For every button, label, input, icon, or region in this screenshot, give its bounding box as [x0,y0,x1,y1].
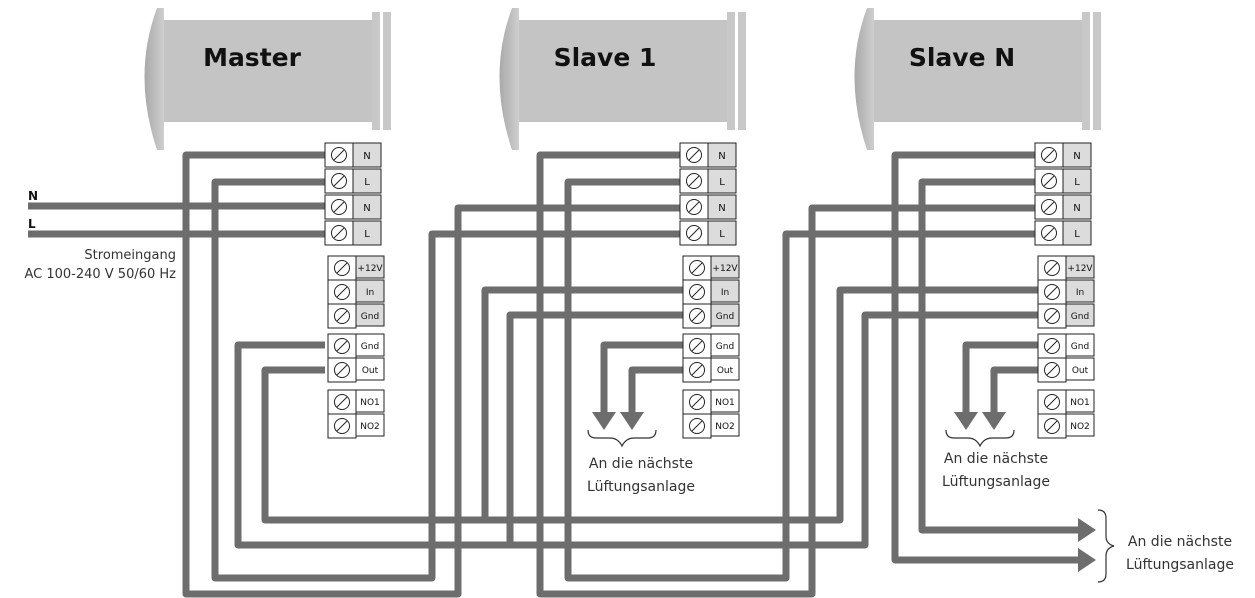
arrow-down-icon [620,412,644,430]
terminal-label: NO1 [715,398,735,408]
relay-terminals: NO1 NO2 [682,389,740,439]
power-terminals: N L N L [324,142,382,246]
output-terminals: Gnd Out [327,333,385,383]
cables [28,151,1078,598]
terminal-label: Gnd [361,312,379,322]
unit-title: Master [203,43,302,72]
terminal-label: N [1073,203,1080,214]
power-input-spec: AC 100-240 V 50/60 Hz [24,267,176,282]
arrow-right-icon [1078,548,1096,572]
arrow-down-icon [592,412,616,430]
signal-gnd-2 [510,311,1038,549]
relay-terminals: NO1 NO2 [1037,389,1095,439]
unit-title: Slave N [909,43,1015,72]
control-terminals: +12V In Gnd [682,255,740,329]
unit-slave-n: Slave N [854,8,1101,150]
terminal-label: L [1074,229,1080,240]
unit-slave-1: Slave 1 [499,8,746,150]
output-terminals: Gnd Out [682,333,740,383]
terminal-label: Out [717,366,734,376]
terminal-label: +12V [712,264,738,274]
slave1-out-gnd [600,341,683,412]
bus-l [211,178,680,582]
terminal-label: Gnd [361,342,379,352]
next-unit-note-line1: An die nächste [944,451,1048,467]
terminal-label: N [718,151,725,162]
next-unit-note-line2: Lüftungsanlage [1126,557,1234,573]
bus-n-2 [536,151,1035,598]
terminal-label: In [366,288,374,298]
signal-gnd [234,311,683,549]
terminal-label: N [363,151,370,162]
arrow-down-icon [982,412,1006,430]
brace-icon [945,429,1015,448]
output-terminals: Gnd Out [1037,333,1095,383]
terminal-label: Gnd [716,312,734,322]
bus-n [182,151,680,598]
next-unit-note-line2: Lüftungsanlage [587,479,695,495]
terminal-label: +12V [357,264,383,274]
terminal-block-master: N L N L +12V In Gnd Gnd Out NO1 NO2 [324,142,385,439]
terminal-label: Gnd [716,342,734,352]
arrow-right-icon [1078,518,1096,542]
terminal-label: NO2 [1070,422,1090,432]
signal-out [261,286,683,524]
terminal-label: NO1 [360,398,380,408]
power-input-label: Stromeingang [84,248,176,263]
terminal-label: N [718,203,725,214]
arrow-down-icon [954,412,978,430]
terminal-label: NO2 [715,422,735,432]
wire-label-l: L [28,217,36,231]
unit-title: Slave 1 [554,43,657,72]
bus-l-2 [564,178,1035,582]
terminal-label: L [719,177,725,188]
slaven-out-gnd [962,341,1038,412]
next-unit-note-line2: Lüftungsanlage [942,474,1050,490]
terminal-label: Gnd [1071,342,1089,352]
terminal-label: N [1073,151,1080,162]
brace-icon [587,429,657,448]
slaven-out-out [990,366,1038,412]
terminal-label: NO2 [360,422,380,432]
terminal-label: Out [362,366,379,376]
terminal-label: N [363,203,370,214]
terminal-label: In [721,288,729,298]
brace-icon [1097,509,1115,583]
terminal-label: Gnd [1071,312,1089,322]
next-n [891,151,1078,564]
terminal-block-slave-n: N L N L +12V In Gnd Gnd Out NO1 NO2 [1034,142,1095,439]
relay-terminals: NO1 NO2 [327,389,385,439]
power-terminals: N L N L [679,142,737,246]
power-terminals: N L N L [1034,142,1092,246]
terminal-label: L [1074,177,1080,188]
signal-out-2 [485,286,1038,524]
terminal-label: +12V [1067,264,1093,274]
control-terminals: +12V In Gnd [327,255,385,329]
terminal-label: L [364,177,370,188]
next-unit-note-line1: An die nächste [589,456,693,472]
unit-master: Master [144,8,391,150]
terminal-label: L [364,229,370,240]
terminal-label: In [1076,288,1084,298]
control-terminals: +12V In Gnd [1037,255,1095,329]
wire-label-n: N [28,189,38,203]
terminal-label: L [719,229,725,240]
terminal-label: NO1 [1070,398,1090,408]
terminal-block-slave-1: N L N L +12V In Gnd Gnd Out NO1 NO2 [679,142,740,439]
next-l [918,178,1078,534]
next-unit-note-line1: An die nächste [1128,534,1232,550]
terminal-label: Out [1072,366,1089,376]
slave1-out-out [628,366,683,412]
